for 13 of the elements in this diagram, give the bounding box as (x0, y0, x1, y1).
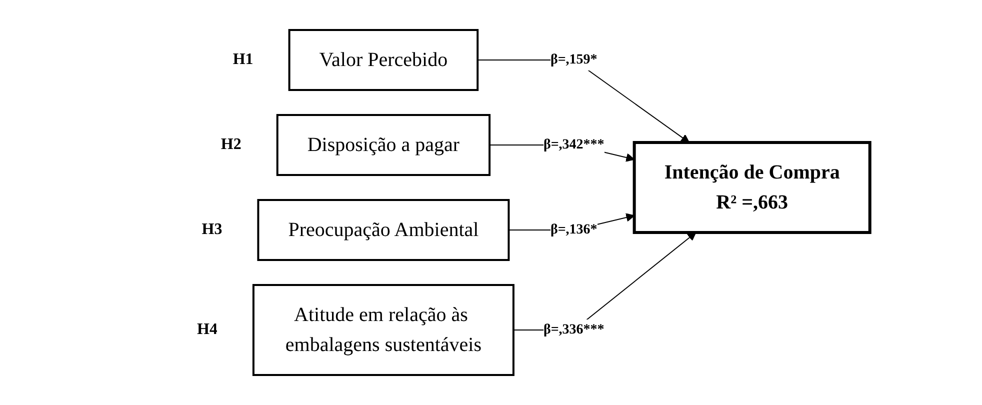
node-box: Preocupação Ambiental (256, 199, 510, 261)
node-box: Intenção de Compra R² =,663 (632, 141, 871, 234)
node-box: Disposição a pagar (276, 114, 490, 176)
node-label: H1 (232, 51, 253, 68)
node-box: Atitude em relação às embalagens sustentáveis (252, 284, 514, 376)
edge-label: β=,159* (550, 52, 597, 68)
node-label: H4 (196, 321, 218, 338)
node-label: H2 (220, 136, 241, 153)
edge-label: β=,342*** (543, 138, 604, 152)
edge-label: β=,136* (550, 222, 597, 238)
node-label: H3 (201, 221, 222, 238)
node-box: Valor Percebido (288, 29, 478, 91)
edge-label: β=,336*** (543, 322, 604, 338)
